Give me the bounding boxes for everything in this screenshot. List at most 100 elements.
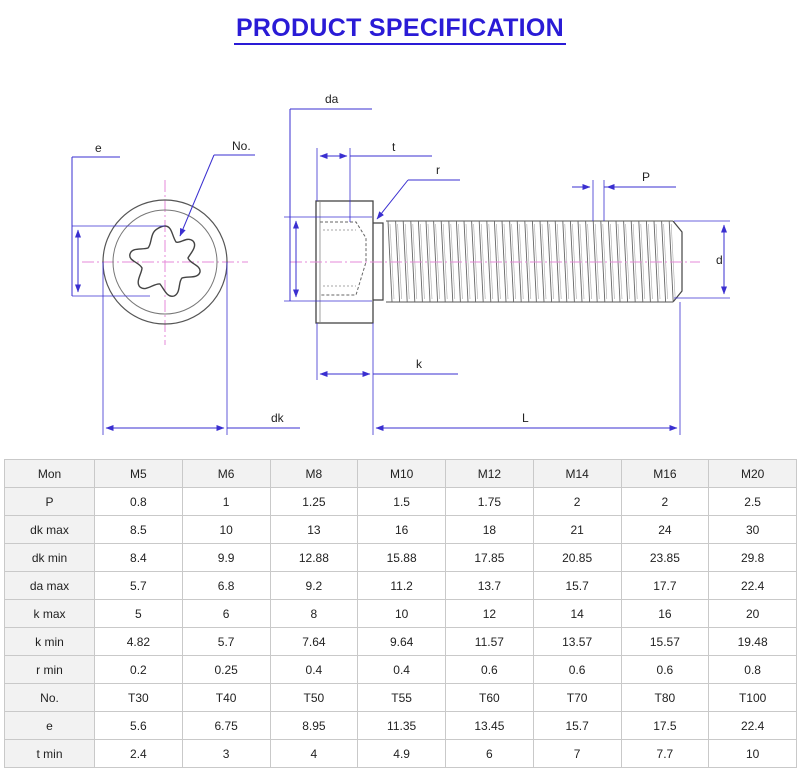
thread-line xyxy=(425,220,431,303)
table-cell: 20 xyxy=(708,599,797,628)
table-cell: 11.2 xyxy=(357,571,446,600)
header-cell-size: M5 xyxy=(94,459,183,488)
table-cell: 8.95 xyxy=(269,711,359,740)
technical-drawing: e No. dk da xyxy=(71,92,730,435)
thread-line xyxy=(640,223,646,300)
table-cell: 9.64 xyxy=(357,627,446,656)
dimension-d: d xyxy=(674,220,730,299)
table-cell: T60 xyxy=(445,683,534,712)
dimension-t: t xyxy=(316,140,432,222)
header-cell-mon: Mon xyxy=(4,459,95,488)
dimension-k: k xyxy=(316,323,458,435)
table-cell: 4.82 xyxy=(94,627,183,656)
table-cell: 4 xyxy=(269,739,359,768)
row-label: k max xyxy=(4,599,95,628)
table-cell: 16 xyxy=(357,515,446,544)
table-cell: 0.4 xyxy=(357,655,446,684)
table-cell: 2 xyxy=(620,487,710,516)
table-cell: 8.5 xyxy=(94,515,183,544)
header-cell-size: M16 xyxy=(620,459,710,488)
table-cell: 20.85 xyxy=(532,543,622,572)
thread-line xyxy=(440,220,446,303)
torx-recess-icon xyxy=(129,225,201,297)
table-cell: 0.8 xyxy=(708,655,797,684)
label-l: L xyxy=(522,411,529,425)
dimension-l: L xyxy=(375,302,681,435)
table-cell: 11.35 xyxy=(357,711,446,740)
label-p: P xyxy=(642,170,650,184)
table-cell: 0.2 xyxy=(94,655,183,684)
table-cell: 0.6 xyxy=(445,655,534,684)
table-cell: 6 xyxy=(181,599,271,628)
table-cell: 15.88 xyxy=(357,543,446,572)
table-cell: 9.9 xyxy=(181,543,271,572)
thread-line xyxy=(585,220,591,303)
table-cell: 13.7 xyxy=(445,571,534,600)
table-cell: 0.6 xyxy=(532,655,622,684)
table-cell: 18 xyxy=(445,515,534,544)
thread-line xyxy=(404,223,410,300)
label-no: No. xyxy=(232,139,251,153)
thread-line xyxy=(661,220,667,303)
head-top-view xyxy=(82,180,248,345)
header-cell-size: M10 xyxy=(357,459,446,488)
table-cell: T40 xyxy=(181,683,271,712)
row-label: dk min xyxy=(4,543,95,572)
thread-line xyxy=(541,223,547,300)
table-cell: T50 xyxy=(269,683,359,712)
label-dk: dk xyxy=(271,411,285,425)
table-cell: 5.7 xyxy=(181,627,271,656)
table-cell: 10 xyxy=(181,515,271,544)
table-cell: 4.9 xyxy=(357,739,446,768)
table-cell: T55 xyxy=(357,683,446,712)
table-cell: 17.7 xyxy=(620,571,710,600)
table-cell: T80 xyxy=(620,683,710,712)
table-cell: 29.8 xyxy=(708,543,797,572)
dimension-dk: dk xyxy=(102,262,300,435)
label-t: t xyxy=(392,140,396,154)
table-cell: 1 xyxy=(181,487,271,516)
table-cell: 0.6 xyxy=(620,655,710,684)
table-cell: 16 xyxy=(620,599,710,628)
table-cell: 6.75 xyxy=(181,711,271,740)
table-cell: 30 xyxy=(708,515,797,544)
thread-line xyxy=(625,223,630,300)
thread-line xyxy=(526,223,532,300)
table-cell: 17.85 xyxy=(445,543,534,572)
table-cell: 0.25 xyxy=(181,655,271,684)
table-cell: 7.7 xyxy=(620,739,710,768)
table-cell: 13.45 xyxy=(445,711,534,740)
thread-line xyxy=(465,223,471,300)
table-cell: 11.57 xyxy=(445,627,534,656)
thread-line xyxy=(562,220,568,303)
table-cell: 1.75 xyxy=(445,487,534,516)
table-cell: 22.4 xyxy=(708,711,797,740)
table-cell: 21 xyxy=(532,515,622,544)
table-cell: 17.5 xyxy=(620,711,710,740)
thread-line xyxy=(480,223,486,300)
table-cell: 13 xyxy=(269,515,359,544)
page-title-text: PRODUCT SPECIFICATION xyxy=(233,14,567,45)
table-cell: 14 xyxy=(532,599,622,628)
thread-line xyxy=(602,223,608,300)
table-cell: 5.7 xyxy=(94,571,183,600)
table-cell: 0.8 xyxy=(94,487,183,516)
thread-line xyxy=(420,223,425,300)
table-cell: 2.5 xyxy=(708,487,797,516)
row-label: e xyxy=(4,711,95,740)
thread-line xyxy=(600,220,606,303)
header-cell-size: M12 xyxy=(445,459,534,488)
table-cell: 6 xyxy=(445,739,534,768)
table-cell: 15.7 xyxy=(532,571,622,600)
label-e: e xyxy=(95,141,102,155)
table-cell: 5.6 xyxy=(94,711,183,740)
page-title: PRODUCT SPECIFICATION xyxy=(0,14,800,45)
